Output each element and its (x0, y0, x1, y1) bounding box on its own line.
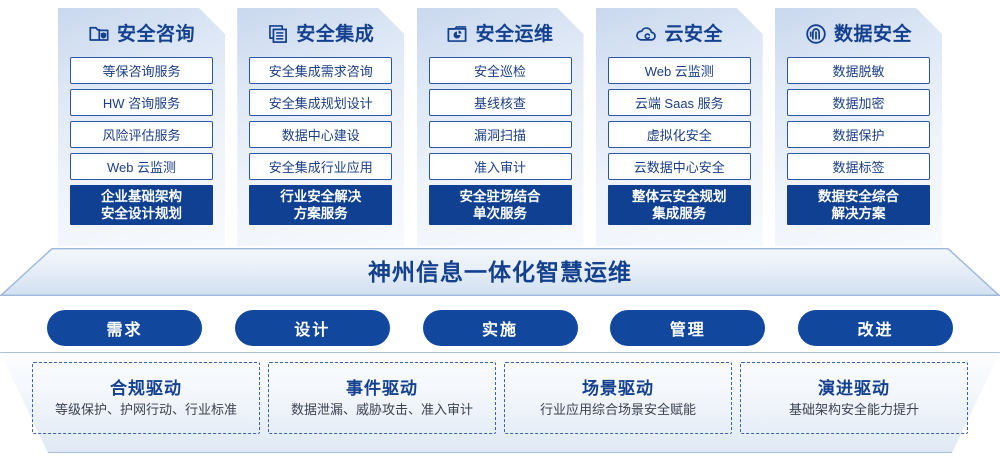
pillar-column-security-consulting[interactable]: 安全咨询 等保咨询服务 HW 咨询服务 风险评估服务 Web 云监测 企业基础架… (58, 8, 225, 246)
pillar-columns: 安全咨询 等保咨询服务 HW 咨询服务 风险评估服务 Web 云监测 企业基础架… (0, 8, 1000, 250)
pillar-header: 数据安全 (787, 17, 930, 51)
driver-card-compliance[interactable]: 合规驱动 等级保护、护网行动、行业标准 (32, 362, 260, 434)
pillar-title: 安全集成 (296, 23, 375, 45)
pillar-highlight-line2: 安全设计规划 (101, 206, 182, 221)
pillar-item[interactable]: 云端 Saas 服务 (608, 89, 751, 116)
pillar-highlight-line2: 集成服务 (652, 206, 707, 221)
pill-management[interactable]: 管理 (610, 310, 766, 346)
pillar-item[interactable]: HW 咨询服务 (70, 89, 213, 116)
driver-description: 基础架构安全能力提升 (788, 402, 919, 417)
pillar-highlight-card[interactable]: 行业安全解决 方案服务 (249, 185, 392, 225)
pillar-highlight-line2: 单次服务 (473, 206, 527, 221)
pillar-item[interactable]: 云数据中心安全 (608, 153, 751, 180)
pillar-highlight-line1: 数据安全综合 (818, 189, 899, 204)
pillar-item[interactable]: 基线核查 (429, 89, 572, 116)
pillar-title: 云安全 (664, 23, 723, 45)
pillar-item[interactable]: 等保咨询服务 (70, 57, 213, 84)
lifecycle-pills: 需求 设计 实施 管理 改进 (0, 310, 1000, 346)
pillar-highlight-line1: 安全驻场结合 (459, 189, 541, 204)
driver-title: 合规驱动 (110, 379, 182, 398)
drivers-row: 合规驱动 等级保护、护网行动、行业标准 事件驱动 数据泄漏、威胁攻击、准入审计 … (0, 362, 1000, 442)
pillar-column-cloud-security[interactable]: 云安全 Web 云监测 云端 Saas 服务 虚拟化安全 云数据中心安全 整体云… (596, 8, 763, 246)
pillar-highlight-card[interactable]: 安全驻场结合 单次服务 (429, 185, 572, 225)
pillar-highlight-line1: 整体云安全规划 (632, 189, 727, 204)
pillar-highlight-card[interactable]: 企业基础架构 安全设计规划 (70, 185, 213, 225)
driver-description: 等级保护、护网行动、行业标准 (54, 402, 237, 417)
pillar-item[interactable]: 数据中心建设 (249, 121, 392, 148)
pillar-item[interactable]: 安全集成规划设计 (249, 89, 392, 116)
pillar-header: 云安全 (608, 17, 751, 51)
pillar-item[interactable]: 安全集成行业应用 (249, 153, 392, 180)
drivers-container (0, 352, 1000, 453)
driver-title: 事件驱动 (346, 379, 418, 398)
pillar-item[interactable]: 数据保护 (787, 121, 930, 148)
platform-banner: 神州信息一体化智慧运维 (0, 248, 1000, 296)
pillar-column-data-security[interactable]: 数据安全 数据脱敏 数据加密 数据保护 数据标签 数据安全综合 解决方案 (775, 8, 942, 246)
pillar-item[interactable]: 漏洞扫描 (429, 121, 572, 148)
pillar-header: 安全集成 (249, 17, 392, 51)
pillar-header: 安全咨询 (70, 17, 213, 51)
pill-demand[interactable]: 需求 (47, 310, 202, 346)
pillar-item[interactable]: Web 云监测 (70, 153, 213, 180)
pillar-item[interactable]: 安全集成需求咨询 (249, 57, 392, 84)
pillar-title: 数据安全 (833, 23, 912, 45)
pillar-item[interactable]: Web 云监测 (608, 57, 751, 84)
pillar-item[interactable]: 数据标签 (787, 153, 930, 180)
folder-shield-icon (88, 23, 110, 45)
pillar-item[interactable]: 数据脱敏 (787, 57, 930, 84)
pillar-title: 安全咨询 (116, 23, 195, 45)
pillar-highlight-card[interactable]: 整体云安全规划 集成服务 (608, 185, 751, 225)
pillar-title: 安全运维 (475, 23, 554, 45)
pillar-item[interactable]: 虚拟化安全 (608, 121, 751, 148)
pillar-highlight-line2: 解决方案 (831, 206, 886, 221)
pill-design[interactable]: 设计 (234, 310, 390, 346)
pillar-highlight-line1: 企业基础架构 (101, 189, 182, 204)
platform-banner-title: 神州信息一体化智慧运维 (368, 258, 632, 285)
pill-implementation[interactable]: 实施 (422, 310, 578, 346)
driver-title: 演进驱动 (818, 379, 890, 398)
driver-card-incident[interactable]: 事件驱动 数据泄漏、威胁攻击、准入审计 (268, 362, 496, 434)
pill-improvement[interactable]: 改进 (798, 310, 953, 346)
driver-card-evolution[interactable]: 演进驱动 基础架构安全能力提升 (740, 362, 968, 434)
driver-title: 场景驱动 (582, 379, 654, 398)
pillar-highlight-line1: 行业安全解决 (280, 189, 362, 204)
pillar-item[interactable]: 准入审计 (429, 153, 572, 180)
driver-description: 数据泄漏、威胁攻击、准入审计 (290, 402, 473, 417)
pillar-highlight-card[interactable]: 数据安全综合 解决方案 (787, 185, 930, 225)
pillar-item[interactable]: 数据加密 (787, 89, 930, 116)
monitor-chart-icon (446, 23, 468, 45)
pillar-column-security-operations[interactable]: 安全运维 安全巡检 基线核查 漏洞扫描 准入审计 安全驻场结合 单次服务 (417, 8, 584, 246)
pillar-header: 安全运维 (429, 17, 572, 51)
driver-description: 行业应用综合场景安全赋能 (539, 402, 696, 417)
stacked-documents-icon (267, 23, 289, 45)
pillar-item[interactable]: 风险评估服务 (70, 121, 213, 148)
cloud-icon (635, 23, 657, 45)
pillar-highlight-line2: 方案服务 (293, 206, 348, 221)
driver-card-scenario[interactable]: 场景驱动 行业应用综合场景安全赋能 (504, 362, 732, 434)
pillar-column-security-integration[interactable]: 安全集成 安全集成需求咨询 安全集成规划设计 数据中心建设 安全集成行业应用 行… (237, 8, 404, 246)
pillar-item[interactable]: 安全巡检 (429, 57, 572, 84)
fingerprint-icon (805, 23, 827, 45)
